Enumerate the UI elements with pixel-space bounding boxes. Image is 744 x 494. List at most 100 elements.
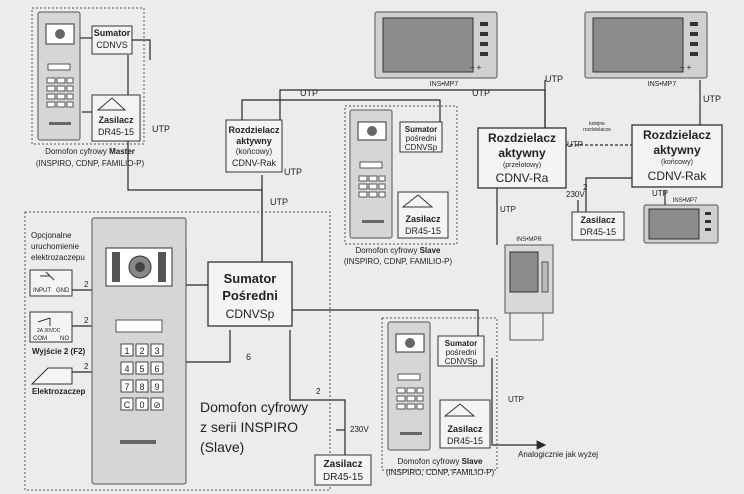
rak-right-subtitle: (końcowy) [661,159,693,166]
rak-right-psu-model: DR45-15 [580,227,616,237]
slave-low-sumator-model: CDNVSp [445,357,478,366]
slave-mid-psu: Zasilacz DR45-15 [397,191,449,239]
slave-low-psu-title: Zasilacz [447,424,483,434]
master-region [31,7,145,145]
rozdzielacz-right: Rozdzielacz aktywny (końcowy) CDNV-Rak [631,124,723,188]
master-panel [37,11,81,141]
keypad-key [150,397,164,411]
keypad-key-label: C [124,400,131,410]
slave-low-panel [387,321,431,451]
ra-utp: UTP [567,140,583,149]
master-psu: Zasilacz DR45-15 [91,94,141,142]
keypad-key [150,361,164,375]
gnd-label: GND [56,288,70,294]
rak-note2: rozdzielacze [583,127,611,133]
keypad-key-label: 9 [154,382,159,392]
slave-mid-subcaption: (INSPIRO, CDNP, FAMILIO-P) [344,257,453,266]
keypad-key [120,343,134,357]
lock-icon [30,367,73,385]
master-sumator-title: Sumator [94,28,131,38]
master-subcaption: (INSPIRO, CDNP, FAMILIO-P) [36,159,145,168]
keypad-key-label: 8 [139,382,144,392]
slave-main-caption1: Domofon cyfrowy [200,399,308,415]
wire-lock-label: 2 [84,362,89,371]
elektrozaczep-label: Elektrozaczep [32,387,85,396]
rak-right-voltage: 230V [566,190,585,199]
relay-block: 2A 30VDC COM NO [29,311,73,343]
opt-line2: uruchomienie [31,242,80,251]
master-sumator-box: Sumator CDNVS [91,25,133,55]
slave-low-subcaption: (INSPIRO, CDNP, FAMILIO-P) [386,468,495,477]
analog-note: Analogicznie jak wyżej [518,450,598,459]
slave-mid-utp-top: UTP [472,88,490,98]
wire-analog [491,358,547,450]
keypad-key-label: 2 [139,346,144,356]
rak-note1: kolejne [589,121,605,127]
cdnvsp-title1: Sumator [224,271,277,286]
slave-low-sumator-sub: pośredni [446,348,477,357]
ra-title2: aktywny [498,146,546,160]
master-psu-model: DR45-15 [98,127,134,137]
monitor-1: – + INS•MP7 [374,11,498,88]
rak-right-title2: aktywny [653,143,701,157]
monitor-3-label: INS•MP7 [673,198,698,204]
sumator-posredni-main: Sumator Pośredni CDNVSp [207,261,293,327]
relay-rating: 2A 30VDC [37,328,61,334]
monitor-utp-1: UTP [545,74,563,84]
keypad-key-label: 6 [154,364,159,374]
keypad-key [135,361,149,375]
master-utp-label: UTP [152,124,170,134]
keypad-key-label: 0 [139,400,144,410]
slave-low-sumator: Sumator pośredni CDNVSp [437,335,485,367]
master-sumator-model: CDNVS [96,40,128,50]
keypad-key [135,343,149,357]
slave-mid-sumator-model: CDNVSp [405,143,438,152]
slave-mid-sumator-title: Sumator [405,125,437,134]
opt-line1: Opcjonalne [31,231,72,240]
keypad-key-label: 7 [124,382,129,392]
input-label: INPUT [33,288,51,294]
monitor-utp-2: UTP [703,94,721,104]
ra-model: CDNV-Ra [496,171,549,185]
wire-six-label: 6 [246,352,251,362]
master-caption: Domofon cyfrowy Master [45,147,135,156]
wire-cdnvsp-psu [289,330,346,455]
ra-title1: Rozdzielacz [488,131,556,145]
rak-left-title2: aktywny [236,136,272,146]
slave-mid-caption: Domofon cyfrowy Slave [356,246,441,255]
slave-mid-panel [349,109,393,239]
slave-mid-sumator: Sumator pośredni CDNVSp [399,121,443,153]
slave-low-psu-model: DR45-15 [447,436,483,446]
slave-low-sumator-title: Sumator [445,339,477,348]
slave-low-psu: Zasilacz DR45-15 [439,399,491,449]
slave-main-caption2: z serii INSPIRO [200,419,298,435]
ra-subtitle: (przelotowy) [503,162,541,169]
keypad-key [135,379,149,393]
rozdzielacz-ra: Rozdzielacz aktywny (przelotowy) CDNV-Ra [477,127,567,189]
keypad-key [135,397,149,411]
main-psu-title: Zasilacz [324,459,363,470]
keypad-key-label: 1 [124,346,129,356]
wire-out-label: 2 [84,316,89,325]
slave-main-region [24,211,331,491]
rozdzielacz-left: Rozdzielacz aktywny (końcowy) CDNV-Rak [225,119,283,173]
monitor-3: INS•MP7 [643,198,719,244]
monitor-2: – + INS•MP7 [584,11,708,88]
keypad-key-label: ⊘ [153,400,161,410]
keypad-key [120,361,134,375]
rak-left-utp-bottom: UTP [270,197,288,207]
keypad-key [120,379,134,393]
master-psu-title: Zasilacz [98,115,134,125]
slave-low-region [381,317,498,471]
svg-text:– +: – + [680,63,692,72]
wire-rak-slave [241,99,441,128]
cdnvsp-title2: Pośredni [222,288,278,303]
input-block: INPUT GND [29,269,73,297]
keypad-key-label: 3 [154,346,159,356]
rak-right-utp: UTP [652,189,668,198]
monitor-mpr-label: INS•MPR [516,237,542,243]
rak-left-subtitle: (końcowy) [236,147,273,156]
cdnvsp-model: CDNVSp [226,307,275,321]
